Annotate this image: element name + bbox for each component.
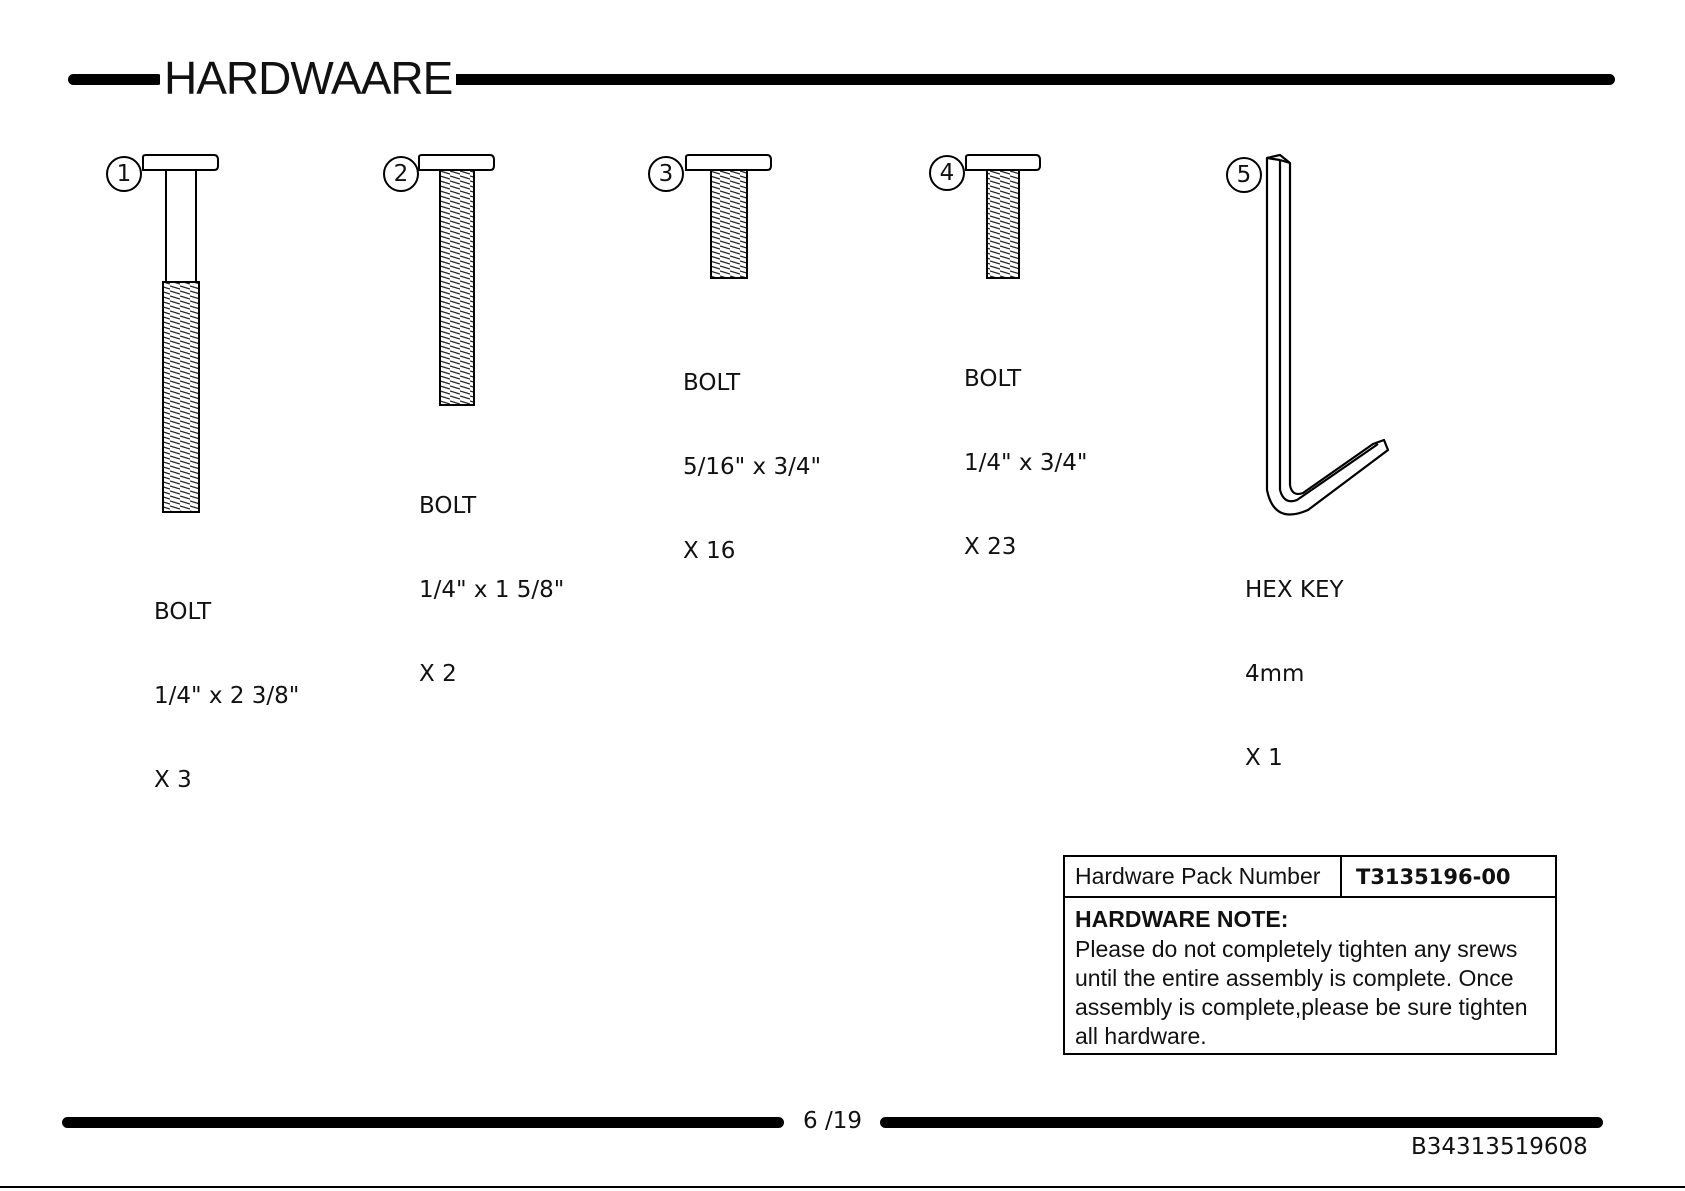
footer-rule-right xyxy=(880,1117,1603,1128)
note-line: Please do not completely tighten any sre… xyxy=(1075,936,1518,962)
item-size: 1/4" x 2 3/8" xyxy=(154,683,300,709)
item-size: 4mm xyxy=(1245,661,1305,687)
header-rule-left xyxy=(68,74,163,85)
item-name: BOLT xyxy=(154,599,212,625)
item-size: 1/4" x 1 5/8" xyxy=(419,577,565,603)
item-qty: X 3 xyxy=(154,767,192,793)
page-bottom-edge xyxy=(0,1186,1685,1188)
note-heading: HARDWARE NOTE: xyxy=(1075,906,1289,932)
item-label-5: HEX KEY 4mm X 1 xyxy=(1245,520,1344,800)
pack-number-row: Hardware Pack Number T3135196-00 xyxy=(1065,857,1555,898)
item-qty: X 1 xyxy=(1245,745,1283,771)
item-number-5: 5 xyxy=(1226,157,1262,193)
page-number: 6 /19 xyxy=(795,1108,870,1134)
bolt-4-drawing xyxy=(965,154,1041,279)
item-number-1: 1 xyxy=(106,156,142,192)
bolt-1-drawing xyxy=(142,154,219,513)
footer-rule-left xyxy=(62,1117,784,1128)
bolt-3-drawing xyxy=(685,154,772,279)
item-label-3: BOLT 5/16" x 3/4" X 16 xyxy=(683,313,821,593)
hardware-note-box: Hardware Pack Number T3135196-00 HARDWAR… xyxy=(1063,855,1557,1055)
note-text: Please do not completely tighten any sre… xyxy=(1065,933,1555,1051)
item-qty: X 2 xyxy=(419,661,457,687)
note-line: assembly is complete,please be sure tigh… xyxy=(1075,994,1528,1020)
item-name: BOLT xyxy=(964,366,1022,392)
hex-key-drawing xyxy=(1265,153,1390,516)
bolt-2-drawing xyxy=(418,154,495,406)
page-title: HARDWAARE xyxy=(160,48,457,108)
document-code: B34313519608 xyxy=(1411,1134,1588,1160)
note-line: all hardware. xyxy=(1075,1023,1207,1049)
item-size: 5/16" x 3/4" xyxy=(683,454,822,480)
item-name: HEX KEY xyxy=(1245,577,1344,603)
item-number-3: 3 xyxy=(648,156,684,192)
item-label-2: BOLT 1/4" x 1 5/8" X 2 xyxy=(419,436,564,716)
item-name: BOLT xyxy=(419,493,477,519)
item-size: 1/4" x 3/4" xyxy=(964,450,1088,476)
item-qty: X 23 xyxy=(964,534,1017,560)
header-rule-right xyxy=(437,74,1615,85)
item-number-2: 2 xyxy=(383,156,419,192)
item-label-1: BOLT 1/4" x 2 3/8" X 3 xyxy=(154,542,299,822)
item-number-4: 4 xyxy=(929,155,965,191)
item-qty: X 16 xyxy=(683,538,736,564)
note-line: until the entire assembly is complete. O… xyxy=(1075,965,1514,991)
item-name: BOLT xyxy=(683,370,741,396)
pack-number-label: Hardware Pack Number xyxy=(1065,857,1342,896)
item-label-4: BOLT 1/4" x 3/4" X 23 xyxy=(964,309,1087,589)
pack-number-value: T3135196-00 xyxy=(1356,865,1511,889)
